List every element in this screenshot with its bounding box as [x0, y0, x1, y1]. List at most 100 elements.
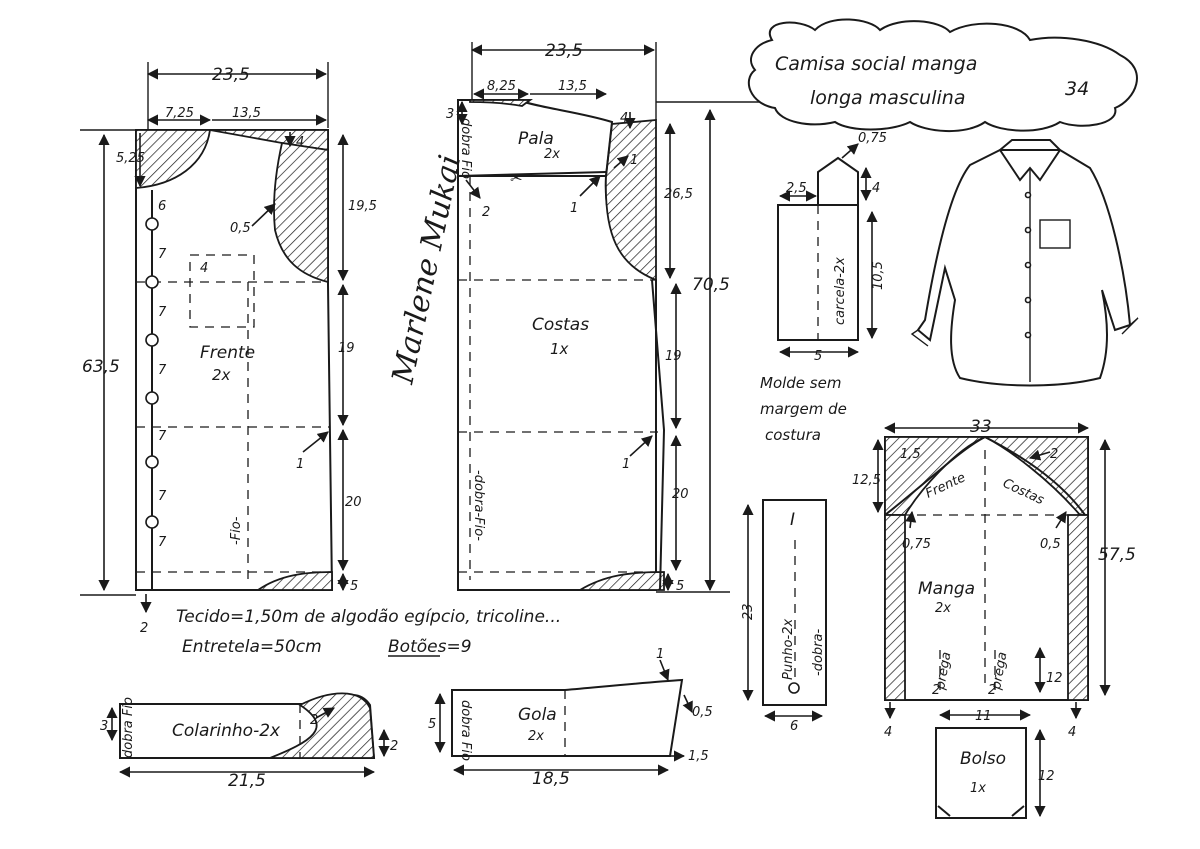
- dimension-label: 23,5: [545, 41, 583, 61]
- back-qty: 1x: [550, 340, 569, 358]
- dimension-label: 2: [482, 205, 490, 220]
- dimension-label: 12: [1046, 671, 1063, 686]
- button-icon: [1024, 296, 1032, 304]
- dimension-label: 21,5: [228, 771, 266, 791]
- collar-label: Gola: [518, 705, 557, 725]
- dimension-label: 0,75: [902, 537, 931, 552]
- front-qty: 2x: [212, 366, 231, 384]
- button-icon: [145, 333, 159, 347]
- dimension-label: 2: [390, 739, 398, 754]
- dimension-label: 1,5: [688, 749, 709, 764]
- dimension-label: 12,5: [852, 473, 881, 488]
- dimension-label: 63,5: [82, 357, 120, 377]
- seam-note: Molde sem margem de costura: [760, 374, 847, 444]
- dimension-label: 6: [158, 199, 166, 214]
- dimension-label: 4: [620, 111, 628, 126]
- signature: Marlene Mukai: [385, 152, 468, 388]
- button-icon: [145, 455, 159, 469]
- dimension-label: 19: [665, 349, 682, 364]
- dimension-label: 20: [672, 487, 689, 502]
- collar-stand-piece: Colarinho-2x dobra Fio 3 2 21,5 2: [100, 692, 398, 791]
- dimension-label: 3: [100, 719, 108, 734]
- dimension-label: 2: [932, 683, 940, 698]
- button-column: [145, 217, 159, 529]
- dimension-label: 0,5: [692, 705, 713, 720]
- dimension-arrow: [905, 510, 917, 529]
- dimension-label: 5,25: [116, 151, 145, 166]
- dimension-label: 7,25: [165, 106, 194, 121]
- dimension-label: 2: [1050, 447, 1058, 462]
- back-grain: -dobra-Fio-: [471, 470, 486, 541]
- dimension-arrow: [1028, 449, 1051, 461]
- dimension-label: 2: [140, 621, 148, 636]
- collar-stand-grain: dobra Fio: [121, 697, 136, 758]
- dimension-label: 12: [1038, 769, 1055, 784]
- sleeve-piece: Frente Costas Manga 2x prega prega 2 2 3…: [852, 417, 1136, 740]
- dimension-label: 6: [790, 719, 798, 734]
- back-label: Costas: [532, 315, 589, 335]
- yoke-label: Pala: [518, 129, 554, 149]
- interfacing-note: Entretela=50cm: [182, 637, 322, 657]
- dimension-label: 7: [158, 305, 167, 320]
- button-icon: [1024, 261, 1032, 269]
- dimension-label: 11: [975, 709, 992, 724]
- dimension-label: 1: [656, 647, 664, 662]
- dimension-arrow: [613, 155, 629, 169]
- dimension-label: 7: [158, 535, 167, 550]
- dimension-label: 1: [570, 201, 578, 216]
- dimension-label: 18,5: [532, 769, 570, 789]
- button-icon: [788, 682, 800, 694]
- dimension-arrow: [251, 203, 276, 227]
- dimension-arrow: [465, 179, 481, 199]
- sleeve-label: Manga: [918, 579, 975, 599]
- dimension-label: 1: [296, 457, 304, 472]
- front-grain: -Fio-: [229, 516, 244, 545]
- collar-qty: 2x: [528, 729, 544, 744]
- dimension-label: 23: [741, 603, 756, 620]
- dimension-arrow: [302, 431, 329, 453]
- dimension-label: 4: [200, 261, 208, 276]
- placket-piece: carcela-2x 2,5 4 10,5 5 0,75: [777, 131, 887, 364]
- dimension-arrow: [315, 707, 335, 719]
- dimension-label: 70,5: [692, 275, 730, 295]
- dimension-label: prega: [933, 651, 955, 692]
- dimension-label: 5: [350, 579, 358, 594]
- dimension-label: 10,5: [871, 261, 886, 290]
- dimension-label: 0,5: [1040, 537, 1061, 552]
- dimension-label: 7: [158, 489, 167, 504]
- dimension-label: costura: [765, 426, 821, 444]
- yoke-grain: dobra Fio: [458, 118, 473, 179]
- button-icon: [145, 217, 159, 231]
- button-icon: [1024, 226, 1032, 234]
- cuff-label: Punho-2x: [781, 619, 796, 680]
- dimension-label: 4: [872, 181, 880, 196]
- dimension-label: 57,5: [1098, 545, 1136, 565]
- pocket-piece: Bolso 1x 12: [935, 727, 1055, 819]
- dimension-label: 0,75: [858, 131, 887, 146]
- placket-label: carcela-2x: [833, 257, 848, 325]
- yoke-piece: Pala 2x dobra Fio 23,5 8,25 13,5 3 1 ✂: [446, 41, 657, 187]
- dimension-label: 13,5: [232, 106, 261, 121]
- scissors-icon: ✂: [510, 169, 523, 187]
- fabric-note: Tecido=1,50m de algodão egípcio, tricoli…: [176, 607, 561, 627]
- dimension-label: 2: [988, 683, 996, 698]
- collar-grain: dobra Fio: [458, 700, 473, 761]
- dimension-label: 2,5: [786, 181, 807, 196]
- dimension-label: 3: [446, 107, 454, 122]
- dimension-label: 19: [338, 341, 355, 356]
- front-piece: 6 7 7 7 7 7 7 Frente 2x -Fio- 4 23,5 7,2…: [80, 62, 377, 636]
- dimension-label: 20: [345, 495, 362, 510]
- dimension-label: 0,5: [230, 221, 251, 236]
- collar-piece: Gola 2x dobra Fio 5 18,5 1 0,5 1,5: [428, 647, 713, 789]
- button-icon: [145, 515, 159, 529]
- shirt-sketch-icon: [910, 139, 1139, 387]
- dimension-label: prega: [989, 651, 1011, 692]
- dimension-label: 4: [884, 725, 892, 740]
- dimension-label: 19,5: [348, 199, 377, 214]
- dimension-arrow: [629, 435, 653, 457]
- dimension-label: 23,5: [212, 65, 250, 85]
- dimension-label: 5: [428, 717, 436, 732]
- dimension-label: 5: [814, 349, 822, 364]
- dimension-label: Costas: [1000, 476, 1046, 508]
